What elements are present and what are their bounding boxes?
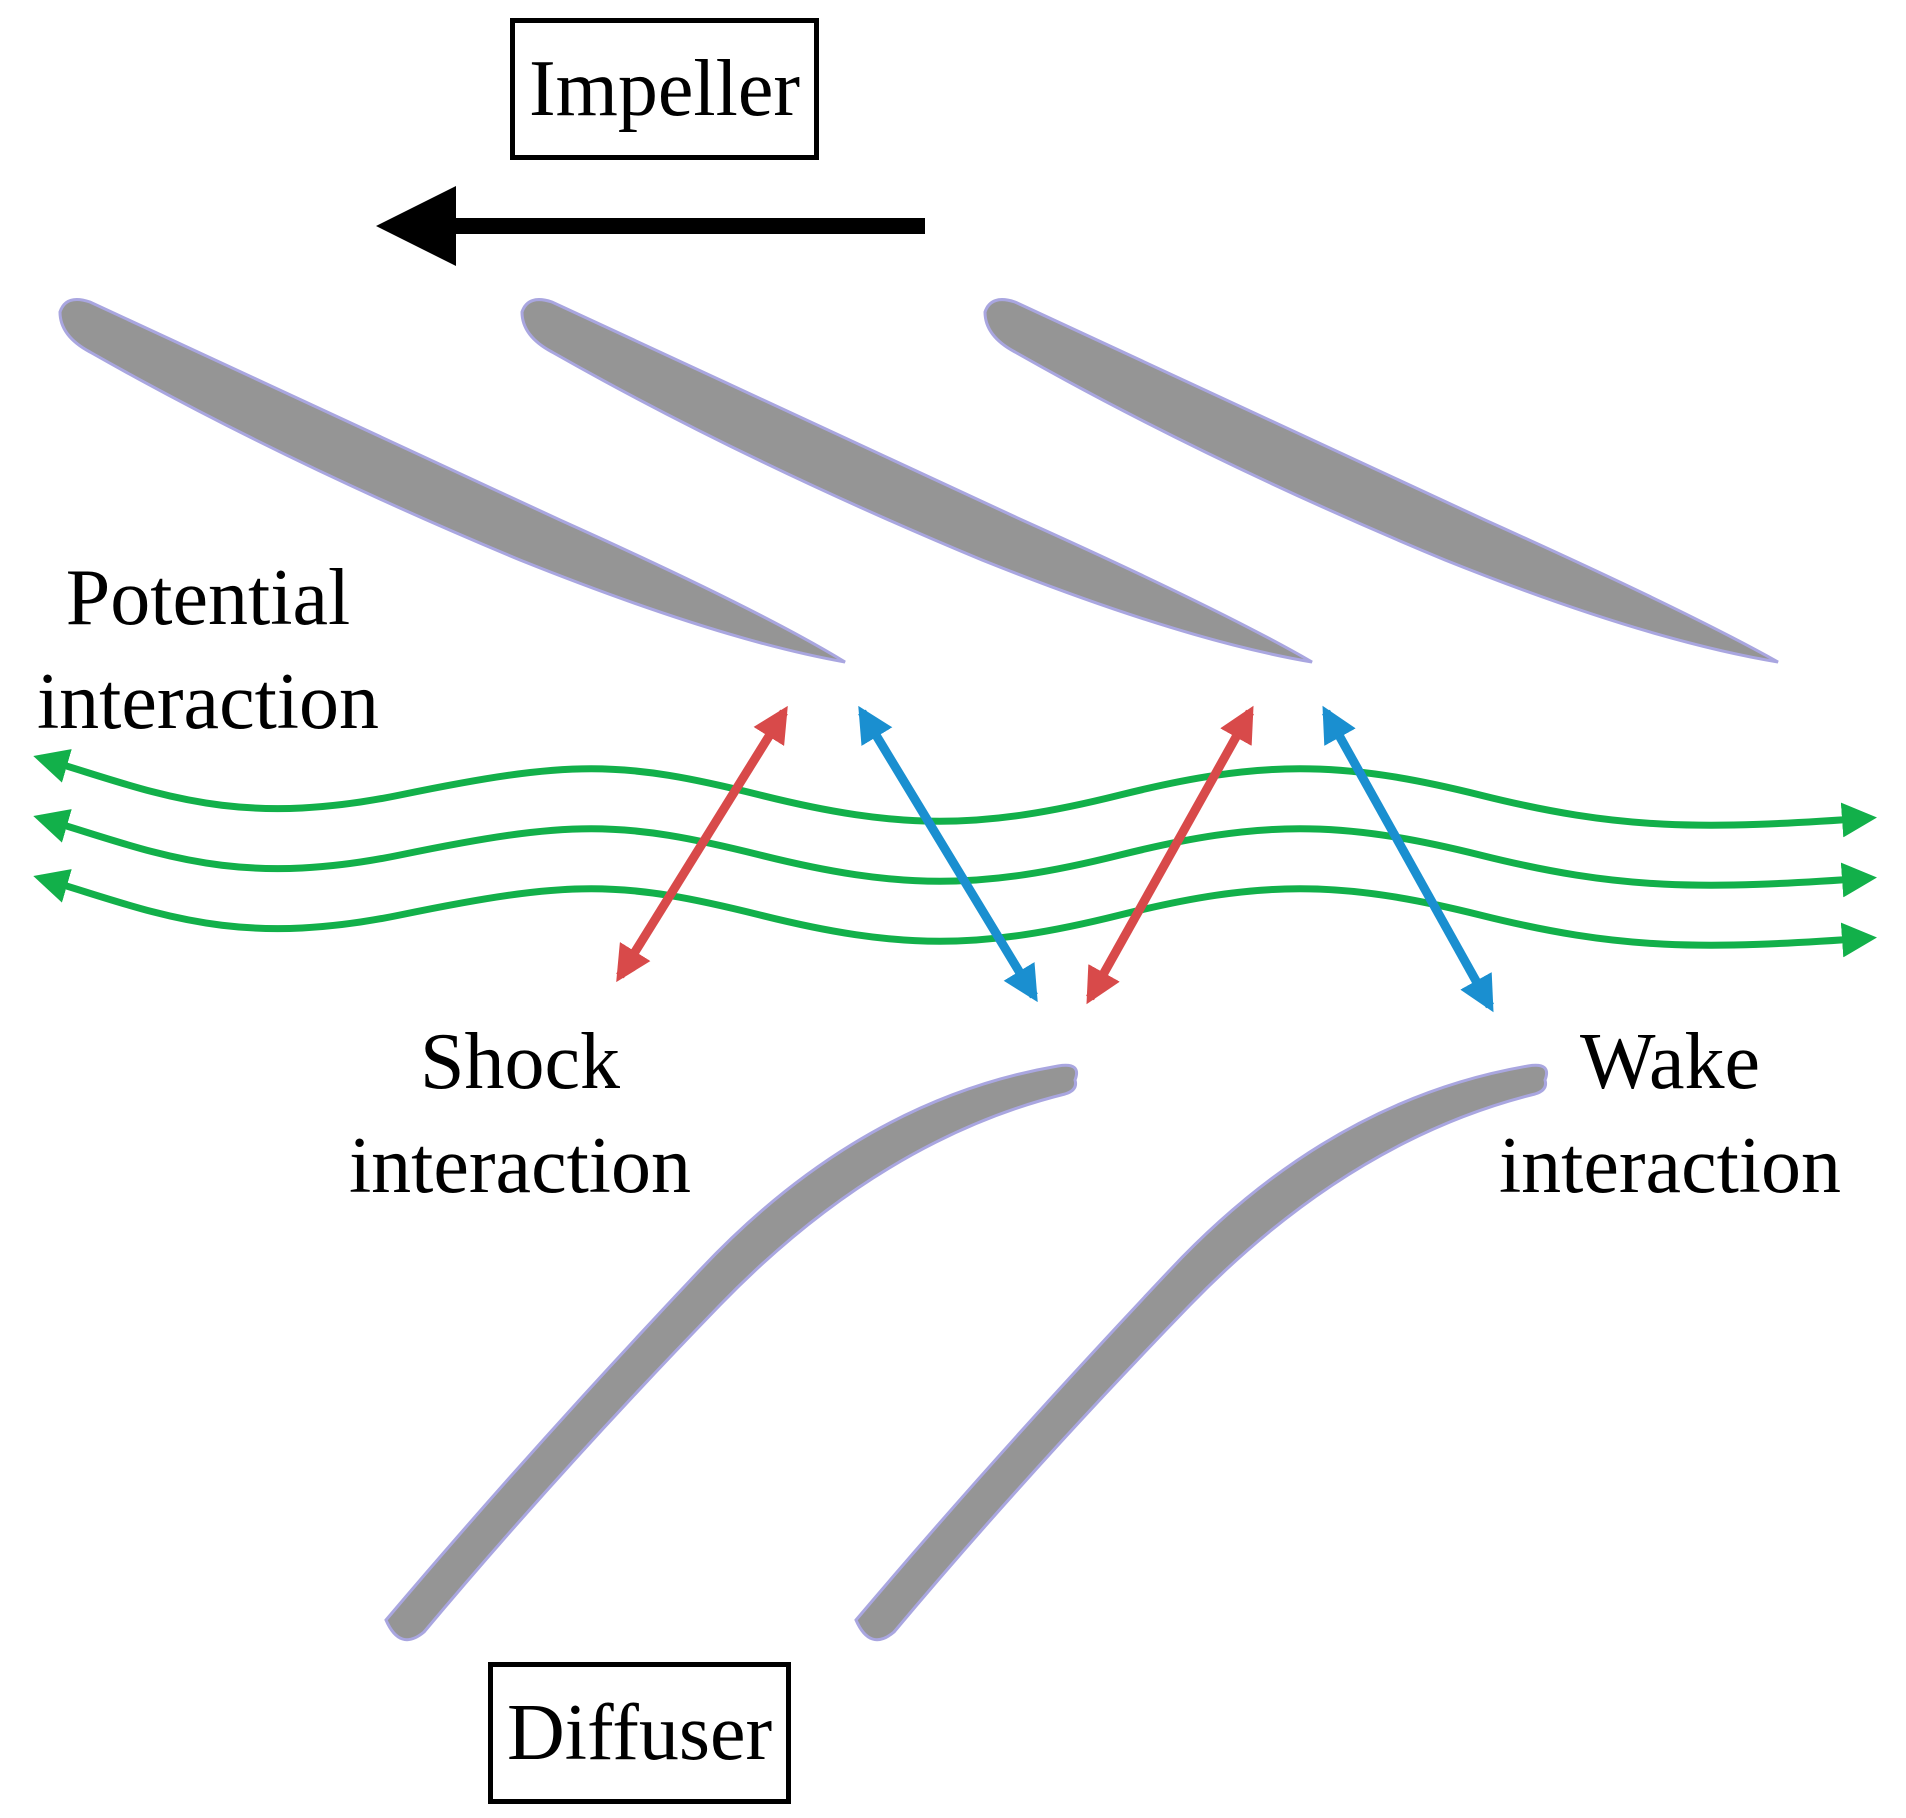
wake-interaction-label: Wake interaction xyxy=(1498,1018,1842,1210)
shock-arrow-2 xyxy=(1086,705,1254,1005)
wake-interaction-arrows xyxy=(858,705,1494,1013)
impeller-label: Impeller xyxy=(529,45,800,133)
wake-arrow-1 xyxy=(858,705,1038,1003)
potential-wave-1 xyxy=(33,749,1877,838)
potential-interaction-label: Potential interaction xyxy=(36,554,380,746)
shock-arrow-1 xyxy=(616,705,788,983)
diffuser-label-box: Diffuser xyxy=(488,1662,792,1804)
shock-interaction-label: Shock interaction xyxy=(348,1018,692,1210)
potential-interaction-waves xyxy=(33,749,1877,958)
potential-wave-2 xyxy=(33,809,1877,898)
diffuser-label: Diffuser xyxy=(507,1689,773,1777)
potential-wave-3 xyxy=(33,869,1877,958)
impeller-blades xyxy=(58,298,1779,664)
wake-arrow-2 xyxy=(1322,705,1494,1013)
diffuser-vanes xyxy=(384,1063,1549,1642)
diffuser-vane-2 xyxy=(854,1063,1549,1642)
impeller-label-box: Impeller xyxy=(510,18,819,160)
shock-interaction-arrows xyxy=(616,705,1254,1005)
impeller-blade-2 xyxy=(520,298,1313,664)
diffuser-vane-1 xyxy=(384,1063,1079,1642)
impeller-blade-3 xyxy=(983,298,1779,664)
impeller-blade-1 xyxy=(58,298,846,664)
